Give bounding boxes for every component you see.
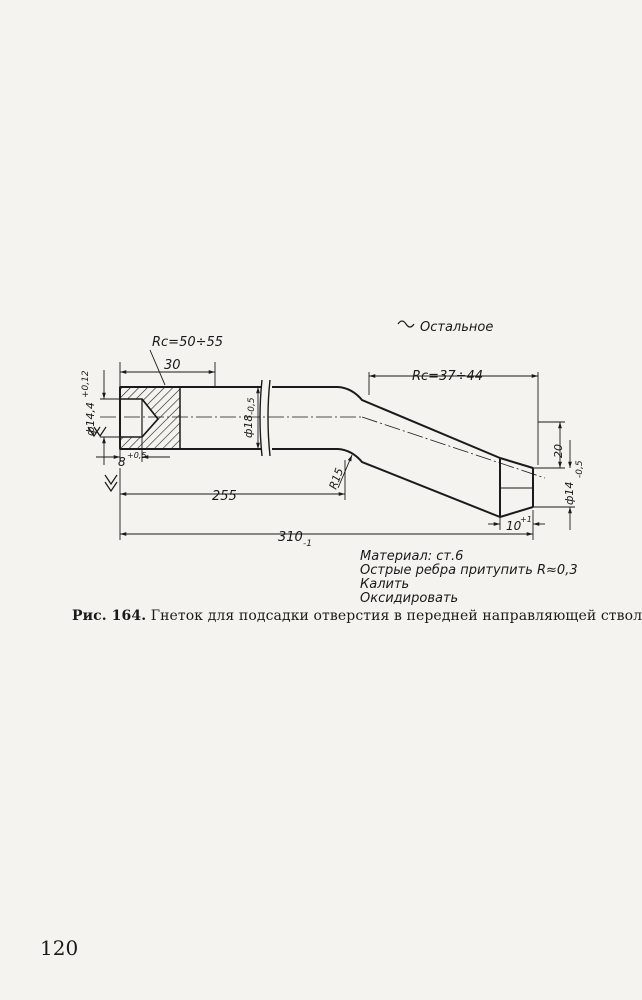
drawing-notes: Материал: ст.6 Острые ребра притупить R≈… <box>360 550 578 606</box>
note-oxidize: Оксидировать <box>360 591 459 606</box>
dim-tol-14-right: -0,5 <box>575 460 585 478</box>
dim-rc-left: Rc=50÷55 <box>152 335 223 350</box>
dim-10: 10 <box>506 519 522 533</box>
dim-tol-012: +0,12 <box>81 370 91 398</box>
figure-number: Рис. 164. <box>72 608 147 624</box>
dim-310: 310 <box>278 530 303 545</box>
dim-30: 30 <box>164 358 181 373</box>
center-line-angled <box>361 416 546 479</box>
dim-tol-310: -1 <box>303 539 312 549</box>
dim-255: 255 <box>212 489 237 504</box>
dimension-lines <box>96 349 575 540</box>
dim-20: 20 <box>552 444 565 458</box>
dim-r15: R15 <box>327 466 347 491</box>
section-hatch <box>119 386 181 450</box>
figure-caption: Рис. 164. Гнеток для подсадки отверстия … <box>72 608 642 624</box>
dim-dia-14-4: ф14,4 <box>84 402 97 436</box>
surface-finish-icon <box>87 320 415 493</box>
part-outline <box>119 379 534 518</box>
dim-8: 8 <box>118 455 126 469</box>
note-edges: Острые ребра притупить R≈0,3 <box>360 563 578 578</box>
note-harden: Калить <box>360 577 410 592</box>
dim-tol-10: +1 <box>520 515 532 524</box>
surface-finish-general: Остальное <box>420 320 493 335</box>
dim-dia-14-right: ф14 <box>563 482 576 505</box>
dim-tol-18: -0,5 <box>247 397 257 415</box>
dim-dia-18: ф18 <box>242 415 255 438</box>
note-material: Материал: ст.6 <box>360 549 464 564</box>
dim-rc-right: Rc=37÷44 <box>412 369 483 384</box>
figure-caption-text: Гнеток для подсадки отверстия в передней… <box>150 608 642 624</box>
page-number: 120 <box>40 936 79 960</box>
dim-tol-8: +0,5 <box>127 451 146 460</box>
